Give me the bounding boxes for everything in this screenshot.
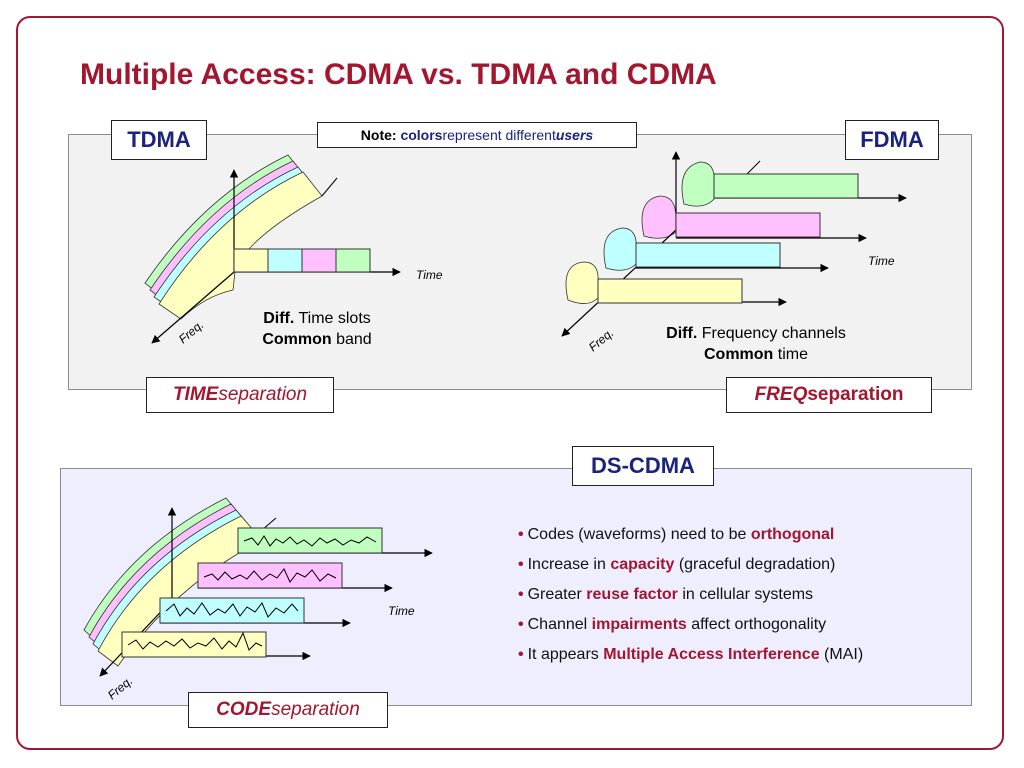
tdma-slot-user4	[335, 248, 371, 273]
note-bold: Note:	[360, 127, 397, 143]
slide-title: Multiple Access: CDMA vs. TDMA and CDMA	[80, 58, 717, 91]
freq-sep-em: FREQ	[754, 384, 808, 405]
bullet-dot-icon: •	[518, 526, 524, 543]
fdma-common-text: time	[773, 346, 808, 363]
ds-cdma-label: DS-CDMA	[591, 453, 695, 478]
freq-separation-box: FREQ separation	[726, 377, 932, 413]
note-users: users	[555, 127, 594, 143]
time-sep-em: TIME	[172, 384, 219, 405]
tdma-common-text: band	[331, 331, 372, 348]
tdma-common-bold: Common	[262, 331, 332, 348]
fdma-channel-user2	[635, 242, 781, 268]
tdma-diff-text: Time slots	[294, 310, 371, 327]
tdma-freq-label: Freq.	[176, 318, 206, 347]
code-sep-em: CODE	[216, 699, 272, 720]
fdma-lobe-user1	[565, 261, 599, 304]
bullet-dot-icon: •	[518, 616, 524, 633]
fdma-channel-user4	[713, 173, 859, 199]
note-box: Note: colors represent different users	[317, 122, 637, 148]
tdma-diff-bold: Diff.	[263, 310, 295, 327]
tdma-slot-user1	[233, 248, 269, 273]
note-colors: colors	[400, 127, 443, 143]
tdma-slot-user3	[301, 248, 337, 273]
tdma-label-box: TDMA	[111, 120, 207, 160]
fdma-time-label: Time	[868, 254, 895, 268]
time-separation-box: TIME separation	[146, 377, 334, 413]
bullet-dot-icon: •	[518, 556, 524, 573]
note-middle: represent different	[442, 127, 556, 143]
fdma-lobe-user3	[641, 195, 677, 239]
bullet-item: •Codes (waveforms) need to be orthogonal	[518, 526, 835, 543]
bullet-item: •Channel impairments affect orthogonalit…	[518, 616, 827, 633]
tdma-slot-user2	[267, 248, 303, 273]
bullet-item: •Greater reuse factor in cellular system…	[518, 586, 814, 603]
freq-sep-text: separation	[807, 384, 904, 405]
cdma-bullet-list: •Codes (waveforms) need to be orthogonal…	[518, 520, 863, 670]
fdma-label-box: FDMA	[845, 120, 939, 160]
tdma-caption: Diff. Time slots Common band	[244, 308, 390, 350]
bullet-item: •Increase in capacity (graceful degradat…	[518, 556, 836, 573]
code-sep-text: separation	[271, 699, 360, 720]
tdma-band-user1	[158, 171, 323, 320]
bullet-item: •It appears Multiple Access Interference…	[518, 646, 864, 663]
fdma-freq-label: Freq.	[586, 326, 616, 355]
fdma-diagram: Time Freq.	[561, 151, 907, 355]
tdma-label: TDMA	[127, 127, 191, 152]
fdma-channel-user1	[597, 278, 743, 304]
ds-cdma-label-box: DS-CDMA	[572, 446, 714, 486]
time-sep-text: separation	[218, 384, 308, 405]
fdma-diff-text: Frequency channels	[697, 325, 846, 342]
tdma-freq-axis	[151, 271, 235, 344]
tdma-time-label: Time	[416, 268, 443, 282]
fdma-common-bold: Common	[704, 346, 774, 363]
fdma-label: FDMA	[860, 127, 924, 152]
bullet-dot-icon: •	[518, 586, 524, 603]
code-separation-box: CODE separation	[188, 692, 388, 728]
fdma-diff-bold: Diff.	[666, 325, 698, 342]
fdma-caption: Diff. Frequency channels Common time	[636, 323, 876, 365]
fdma-lobe-user4	[681, 161, 715, 207]
slide-frame	[16, 16, 1004, 750]
fdma-lobe-user2	[603, 227, 637, 271]
fdma-channel-user3	[675, 212, 821, 238]
tdma-diagram: Time Freq.	[144, 154, 443, 347]
bullet-dot-icon: •	[518, 646, 524, 663]
